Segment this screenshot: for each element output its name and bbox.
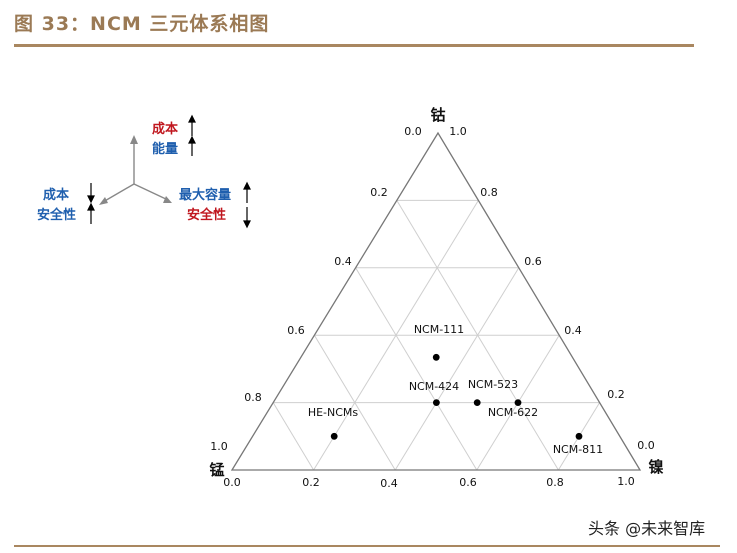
bottom-tick-0.8: 0.8 (546, 476, 564, 489)
legend-left-safety: 安全性 (37, 207, 76, 223)
legend-arrowhead-up (130, 135, 138, 144)
tradeoff-legend: 成本 能量 成本 安全性 最大容量 安全性 (37, 114, 251, 229)
top-rule (14, 44, 694, 47)
label-ncm-424: NCM-424 (409, 380, 459, 393)
bottom-tick-0.6: 0.6 (459, 476, 477, 489)
down-arrow-icon (243, 207, 251, 229)
legend-right-capacity: 最大容量 (179, 187, 231, 203)
up-arrow-icon (243, 181, 251, 203)
left-edge-tick-0.6: 0.6 (287, 324, 305, 337)
legend-arrowhead-right (163, 196, 172, 203)
bottom-tick-1.0: 1.0 (617, 475, 635, 488)
point-ncm-424 (433, 399, 440, 406)
grid-line-mn (313, 334, 396, 471)
top-tick-label-1: 1.0 (449, 125, 467, 138)
triangle-outline (230, 131, 642, 471)
point-ncm-622 (514, 399, 522, 406)
bottom-tick-0.4: 0.4 (380, 477, 398, 490)
grid-line-ni (394, 267, 520, 471)
grid-line-mn (272, 402, 315, 471)
left-edge-tick-0.4: 0.4 (334, 255, 352, 268)
bottom-rule (14, 545, 720, 547)
left-edge-tick-1.0: 1.0 (210, 440, 228, 453)
up-arrow-icon (87, 202, 95, 224)
right-edge-tick-0.6: 0.6 (524, 255, 542, 268)
legend-up-energy: 能量 (152, 141, 178, 157)
right-edge-tick-0.0: 0.0 (637, 439, 655, 452)
legend-arrow-right (133, 183, 169, 201)
down-arrow-icon (87, 183, 95, 204)
label-ncm-622: NCM-622 (488, 406, 538, 419)
composition-points (330, 353, 583, 440)
up-arrow-icon (188, 114, 196, 136)
bottom-tick-0.2: 0.2 (302, 476, 320, 489)
label-ncm-111: NCM-111 (414, 323, 464, 336)
legend-arrowhead-left (99, 197, 108, 205)
label-ncm-523: NCM-523 (468, 378, 518, 391)
grid-line-mn (355, 267, 478, 471)
figure-title: 图 33：NCM 三元体系相图 (14, 13, 270, 35)
legend-right-safety: 安全性 (187, 207, 226, 223)
point-ncm-811 (575, 432, 583, 440)
right-edge-tick-0.8: 0.8 (480, 186, 498, 199)
nickel-axis-label: 镍 (648, 458, 663, 476)
bottom-tick-0.0: 0.0 (223, 476, 241, 489)
legend-arrow-left (102, 183, 135, 203)
figure-header: 图 33：NCM 三元体系相图 (0, 0, 737, 47)
up-arrow-icon (188, 135, 196, 156)
top-tick-label-0: 0.0 (404, 125, 422, 138)
manganese-axis-label: 锰 (209, 461, 224, 479)
label-he-ncms: HE-NCMs (308, 406, 359, 419)
cobalt-axis-label: 钴 (430, 106, 445, 124)
legend-up-cost: 成本 (152, 121, 178, 137)
left-edge-tick-0.8: 0.8 (244, 391, 262, 404)
legend-left-cost: 成本 (43, 187, 69, 203)
source-watermark: 头条 @未来智库 (588, 519, 706, 538)
left-edge-tick-0.2: 0.2 (370, 186, 388, 199)
label-ncm-811: NCM-811 (553, 443, 603, 456)
point-he-ncms (330, 432, 338, 440)
right-edge-tick-0.4: 0.4 (564, 324, 582, 337)
point-ncm-111 (432, 353, 440, 361)
right-edge-tick-0.2: 0.2 (607, 388, 625, 401)
point-ncm-523 (473, 399, 481, 406)
